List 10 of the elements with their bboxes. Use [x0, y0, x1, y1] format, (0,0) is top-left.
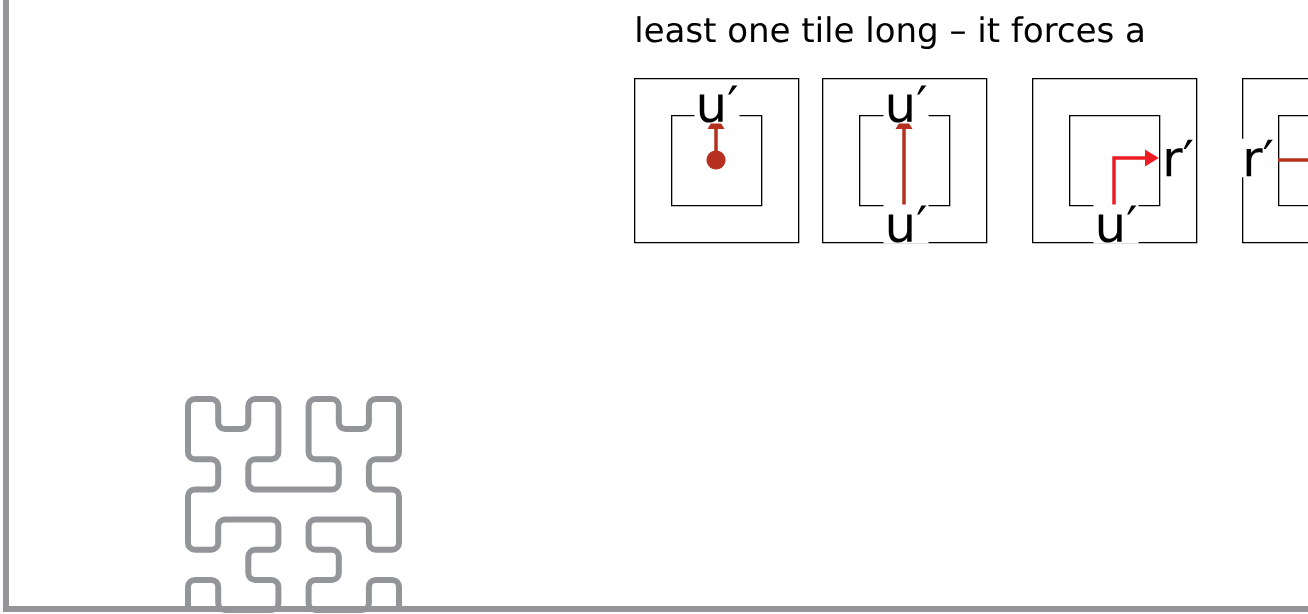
path-label: u′: [1093, 204, 1139, 244]
tile-square: [1032, 78, 1198, 244]
path-label: r′: [1241, 138, 1275, 178]
path-label: u′: [694, 84, 740, 124]
heading-text: least one tile long – it forces a: [637, 16, 1143, 50]
tile-square: [634, 78, 800, 244]
path-label: r′: [1161, 138, 1195, 178]
path-label: u′: [883, 204, 929, 244]
tile-square: [822, 78, 988, 244]
path-label: u′: [883, 84, 929, 124]
